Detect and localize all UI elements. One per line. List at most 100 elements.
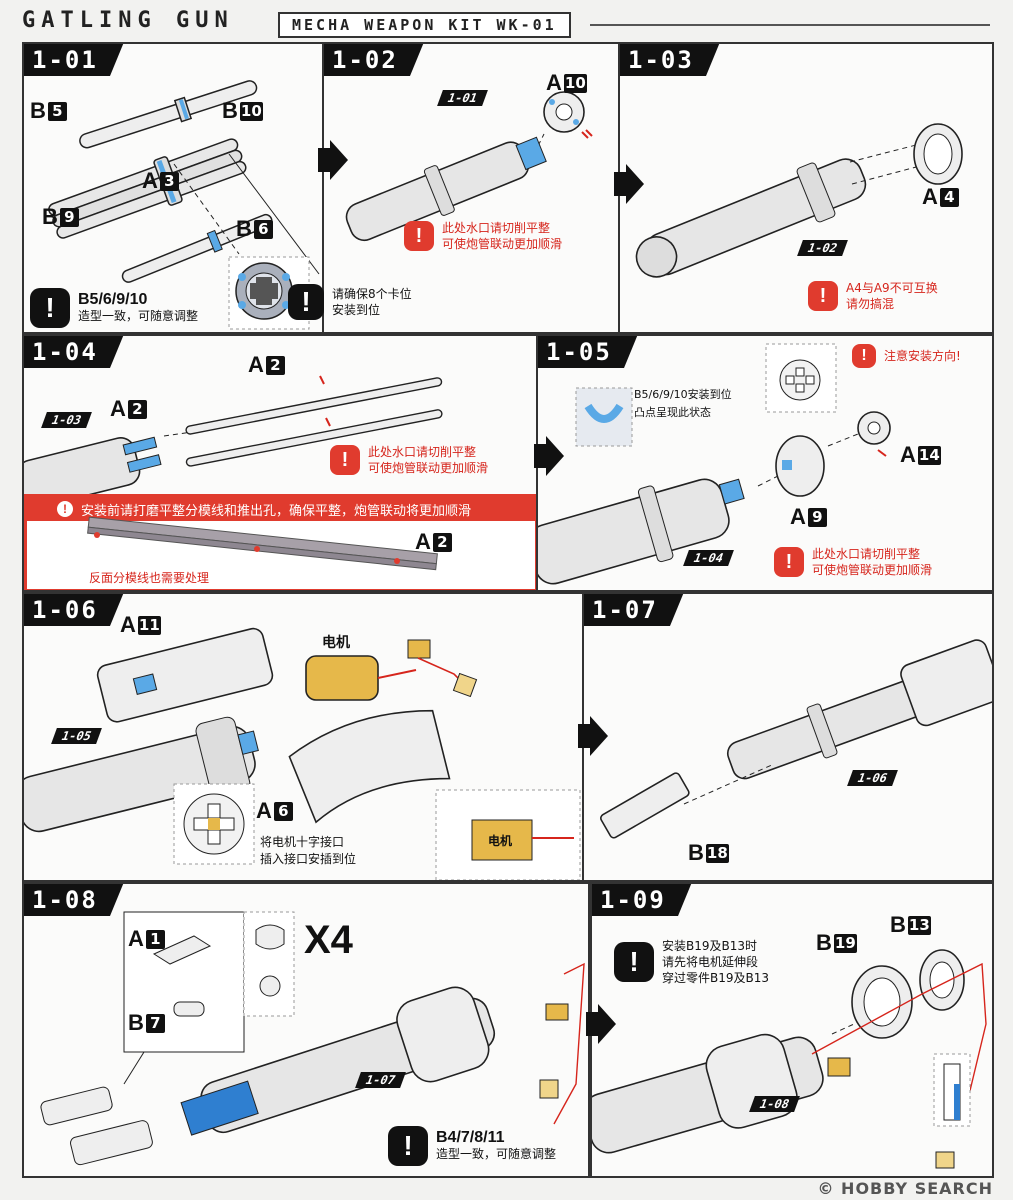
step-badge (538, 336, 638, 368)
step-number: 1-05 (546, 338, 612, 366)
note-adjustable: ! B4/7/8/11 造型一致，可随意调整 (388, 1126, 556, 1166)
warn-direction: ! 注意安装方向! (852, 344, 961, 368)
warn-sprue-trim: ! 此处水口请切削平整 可使炮管联动更加顺滑 (330, 444, 488, 476)
quantity-multiplier: X4 (304, 918, 353, 962)
sanding-banner-header: ! 安装前请打磨平整分模线和推出孔，确保平整，炮管联动将更加顺滑 (27, 497, 535, 521)
exclamation-icon: ! (404, 221, 434, 251)
barrel-cover-drawing (600, 639, 992, 839)
header-rule (590, 24, 990, 26)
watermark-text: HOBBY SEARCH (841, 1179, 993, 1198)
next-arrow-icon (614, 164, 644, 204)
rod-sanding-drawing (87, 516, 438, 571)
next-arrow-icon (586, 1004, 616, 1044)
next-arrow-icon (578, 716, 608, 756)
rod-insert-drawing (24, 375, 443, 509)
barrel-hub-drawing (345, 91, 593, 242)
exclamation-icon: ! (30, 288, 70, 328)
page-title: GATLING GUN (22, 8, 234, 33)
exclamation-icon: ! (57, 501, 73, 517)
exclamation-icon: ! (852, 344, 876, 368)
step-badge (24, 594, 124, 626)
motor-housing-drawing (24, 627, 581, 880)
ref-tag: 1-06 (847, 770, 898, 786)
note-text: 造型一致，可随意调整 (78, 309, 199, 323)
ref-tag: 1-02 (797, 240, 848, 256)
step-badge (24, 44, 124, 76)
motor-inset-label: 电机 (488, 834, 513, 848)
ref-tag: 1-03 (41, 412, 92, 428)
note-motor-thread: ! 安装B19及B13时 请先将电机延伸段 穿过零件B19及B13 (614, 938, 769, 986)
step-badge (324, 44, 424, 76)
warn-no-swap: ! A4与A9不可互换 请勿搞混 (808, 280, 938, 312)
step-badge (24, 336, 124, 368)
cross-caption: 将电机十字接口 插入接口安插到位 (260, 835, 357, 866)
step-badge (620, 44, 720, 76)
step-1-09-panel: 1-09 ! 安装B19及B13时 请先将电机延伸段 穿过零件B19及B13 B… (590, 882, 994, 1178)
inset-caption: B5/6/9/10安装到位 凸点呈现此状态 (634, 388, 732, 419)
step-number: 1-03 (628, 46, 694, 74)
exclamation-icon: ! (388, 1126, 428, 1166)
ref-tag: 1-04 (683, 550, 734, 566)
exclamation-icon: ! (808, 281, 838, 311)
step-number: 1-06 (32, 596, 98, 624)
next-arrow-icon (318, 140, 348, 180)
ref-tag: 1-08 (749, 1096, 800, 1112)
banner-caption: 反面分模线也需要处理 (89, 571, 210, 585)
note-8-clips: ! 请确保8个卡位 安装到位 (288, 284, 412, 320)
front-cap-drawing (538, 343, 891, 585)
warn-sprue-trim: ! 此处水口请切削平整 可使炮管联动更加顺滑 (404, 220, 562, 252)
step-number: 1-07 (592, 596, 658, 624)
exclamation-icon: ! (330, 445, 360, 475)
step-badge (24, 884, 124, 916)
ref-tag: 1-07 (355, 1072, 406, 1088)
watermark-copy: © (817, 1179, 835, 1198)
exclamation-icon: ! (614, 942, 654, 982)
step-number: 1-01 (32, 46, 98, 74)
step-number: 1-09 (600, 886, 666, 914)
motor-label: 电机 (322, 635, 350, 651)
watermark: © HOBBY SEARCH (817, 1179, 993, 1198)
step-number: 1-08 (32, 886, 98, 914)
step-number: 1-02 (332, 46, 398, 74)
next-arrow-icon (534, 436, 564, 476)
note-adjustable: ! B5/6/9/10 造型一致，可随意调整 (30, 288, 198, 328)
rear-cap-drawing (592, 949, 987, 1169)
note-title: B5/6/9/10 (78, 291, 148, 308)
exclamation-icon: ! (288, 284, 324, 320)
warn-sprue-trim: ! 此处水口请切削平整 可使炮管联动更加顺滑 (774, 546, 932, 578)
kit-label: MECHA WEAPON KIT WK-01 (278, 12, 571, 38)
muzzle-assembly-drawing (40, 911, 585, 1166)
step-badge (592, 884, 692, 916)
ref-tag: 1-05 (51, 728, 102, 744)
step-number: 1-04 (32, 338, 98, 366)
barrel-assembly-drawing (48, 80, 320, 330)
barrel-sleeve-drawing (635, 123, 963, 278)
